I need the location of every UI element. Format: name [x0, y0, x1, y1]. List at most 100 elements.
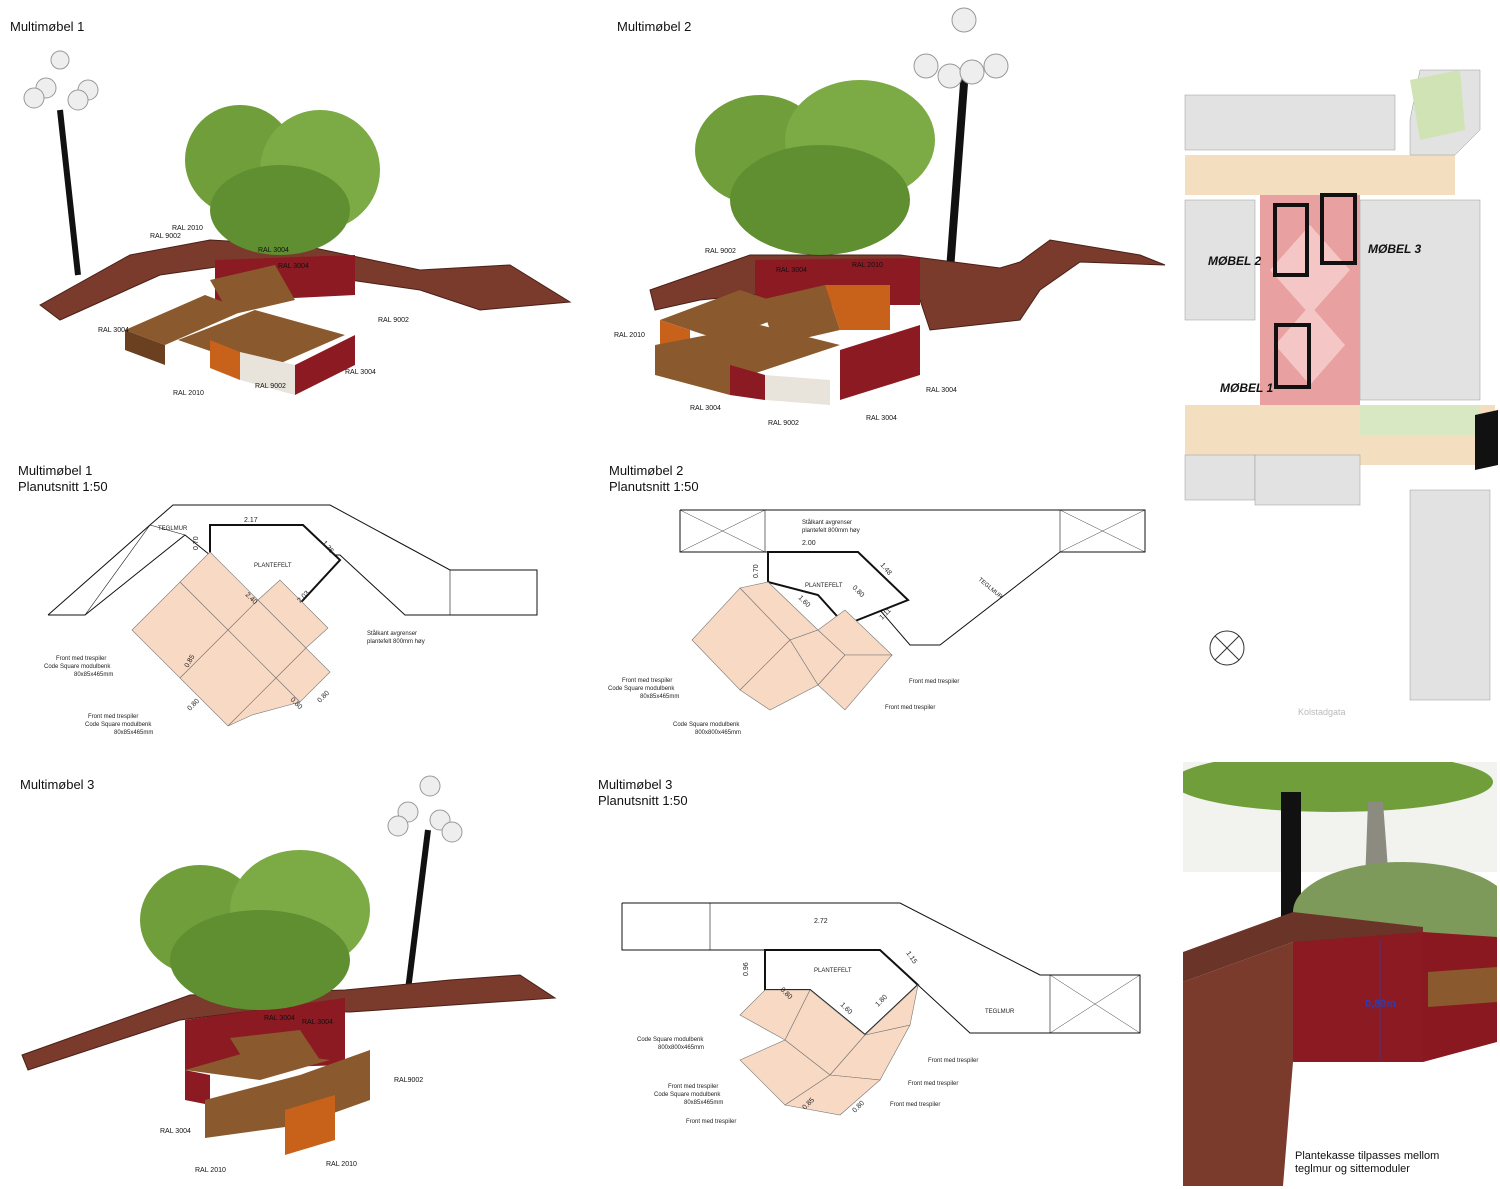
render3-label: RAL 3004 [160, 1128, 191, 1135]
tree-foliage [140, 850, 370, 1010]
note: Code Square modulbenk [44, 664, 111, 670]
bench-tiles [131, 551, 331, 727]
note: Code Square modulbenk [637, 1037, 704, 1043]
dim-label: 0.96 [743, 962, 750, 976]
note: plantefelt 800mm høy [802, 528, 860, 534]
note: 800x800x465mm [658, 1045, 704, 1051]
note: Stålkant avgrenser [802, 519, 852, 526]
height-label: 0,80m [1365, 998, 1396, 1010]
note: 800x800x465mm [695, 730, 741, 736]
render1-label: RAL 9002 [150, 233, 181, 240]
bench-module [1428, 967, 1497, 1007]
render-multimobel-3: RAL 3004 RAL 3004 RAL9002 RAL 3004 RAL 2… [21, 775, 557, 1174]
detail-caption: Plantekasse tilpasses mellom teglmur og … [1295, 1150, 1439, 1176]
plantefelt-label: PLANTEFELT [814, 968, 852, 974]
building-edge [1475, 410, 1498, 470]
note: Front med trespiler [928, 1058, 978, 1064]
wall-line [1049, 974, 1141, 1034]
brick-wall-top [1183, 912, 1423, 982]
mobel-1-box [1274, 323, 1311, 389]
note: Front med trespiler [686, 1119, 736, 1125]
plan3-title-line1: Multimøbel 3 [598, 777, 673, 792]
note: 80x85x465mm [684, 1100, 723, 1106]
note: Front med trespiler [909, 679, 959, 685]
mobel-2-box [1273, 203, 1309, 277]
plan2-title-line1: Multimøbel 2 [609, 463, 684, 478]
note: Front med trespiler [88, 714, 138, 720]
wall-line [84, 524, 151, 616]
render2-label: RAL 3004 [690, 405, 721, 412]
render-multimobel-2: RAL 9002 RAL 3004 RAL 2010 RAL 2010 RAL … [614, 7, 1166, 427]
render3-label: RAL 2010 [326, 1161, 357, 1168]
render-multimobel-1: RAL 2010 RAL 9002 RAL 3004 RAL 3004 RAL … [23, 50, 572, 397]
brick-wall [39, 239, 572, 321]
plaza-pattern [1270, 225, 1350, 315]
dim-label: 0.80 [316, 690, 331, 705]
note: Front med trespiler [668, 1084, 718, 1090]
plan1-notes: Stålkant avgrenser plantefelt 800mm høy … [44, 630, 425, 736]
note: 80x85x465mm [74, 672, 113, 678]
building-block [1184, 199, 1256, 321]
dim-label: 2.00 [802, 540, 816, 547]
plan1-title-line1: Multimøbel 1 [18, 463, 93, 478]
plantefelt-label: PLANTEFELT [805, 583, 843, 589]
site-map: MØBEL 2 MØBEL 3 MØBEL 1 Kolstadgata [1184, 69, 1498, 717]
tree-canopy [1183, 762, 1493, 812]
note: Front med trespiler [622, 678, 672, 684]
render1-labels: RAL 2010 RAL 9002 RAL 3004 RAL 3004 RAL … [98, 225, 409, 397]
note: Stålkant avgrenser [367, 630, 417, 637]
brick-wall-outline [679, 509, 1146, 646]
brick-wall [1183, 942, 1293, 1186]
note: plantefelt 800mm høy [367, 639, 425, 645]
green-area [1410, 70, 1465, 140]
building-block [1409, 489, 1491, 701]
dim-label: 0.70 [753, 564, 760, 578]
building-block [1359, 199, 1481, 401]
render3-labels: RAL 3004 RAL 3004 RAL9002 RAL 3004 RAL 2… [160, 1015, 423, 1174]
dim-label: 0.80 [186, 698, 201, 713]
title-multimobel-2: Multimøbel 2 [617, 19, 692, 34]
building-block [1184, 454, 1256, 501]
detail-caption-line1: Plantekasse tilpasses mellom [1295, 1150, 1440, 1162]
title-multimobel-3: Multimøbel 3 [20, 777, 95, 792]
render3-label: RAL 2010 [195, 1167, 226, 1174]
plantefelt-label: PLANTEFELT [254, 563, 292, 569]
render2-label: RAL 3004 [926, 387, 957, 394]
plan-multimobel-1: TEGLMUR PLANTEFELT 2.17 0.70 1.36 2.40 2… [44, 504, 538, 736]
wall-line [149, 524, 186, 536]
plan1-title: Multimøbel 1 Planutsnitt 1:50 [18, 463, 108, 495]
detail-caption-line2: teglmur og sittemoduler [1295, 1163, 1410, 1175]
render3-label: RAL 3004 [302, 1019, 333, 1026]
plan3-notes: Code Square modulbenk 800x800x465mm Fron… [637, 1037, 978, 1125]
wall-end [449, 569, 538, 616]
plan-multimobel-2: PLANTEFELT TEGLMUR Stålkant avgrenser pl… [608, 509, 1146, 736]
render1-label: RAL 3004 [345, 369, 376, 376]
render3-label: RAL9002 [394, 1077, 423, 1084]
plan1-title-line2: Planutsnitt 1:50 [18, 479, 108, 494]
plan2-title-line2: Planutsnitt 1:50 [609, 479, 699, 494]
render2-label: RAL 2010 [852, 262, 883, 269]
note: Front med trespiler [890, 1102, 940, 1108]
building-block [1184, 94, 1396, 151]
plan3-title-line2: Planutsnitt 1:50 [598, 793, 688, 808]
plan-multimobel-3: PLANTEFELT TEGLMUR 2.72 0.96 1.15 0.80 1… [621, 902, 1141, 1125]
mobel-2-label: MØBEL 2 [1208, 254, 1261, 268]
street-paving [1185, 155, 1455, 195]
street-name: Kolstadgata [1298, 707, 1346, 717]
bench-modules [185, 1030, 370, 1155]
render2-label: RAL 9002 [768, 420, 799, 427]
render2-labels: RAL 9002 RAL 3004 RAL 2010 RAL 2010 RAL … [614, 248, 957, 427]
teglmur-label: TEGLMUR [985, 1009, 1015, 1015]
render1-label: RAL 3004 [258, 247, 289, 254]
plan2-title: Multimøbel 2 Planutsnitt 1:50 [609, 463, 699, 495]
bench-tiles [739, 984, 919, 1116]
tree-foliage [695, 80, 935, 255]
render1-label: RAL 2010 [172, 225, 203, 232]
mobel-1-label: MØBEL 1 [1220, 381, 1273, 395]
tree-foliage [185, 105, 380, 255]
note: 80x85x465mm [640, 694, 679, 700]
note: 80x85x465mm [114, 730, 153, 736]
teglmur-label: TEGLMUR [158, 526, 188, 532]
note: Front med trespiler [56, 656, 106, 662]
note: Front med trespiler [885, 705, 935, 711]
